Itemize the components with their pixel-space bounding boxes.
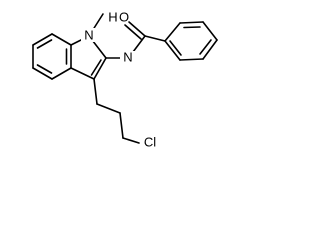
indole-pyrrole-ring (70, 35, 107, 80)
hydrogen-label: H (108, 9, 117, 24)
bond (70, 67, 95, 80)
atom-labels: N N H O Cl (81, 9, 156, 149)
bond (164, 22, 181, 42)
bond (96, 103, 121, 114)
oxygen-label: O (119, 9, 129, 24)
bond (179, 58, 204, 61)
amide-nitrogen-label: N (123, 49, 132, 64)
bond (164, 40, 181, 61)
bond (32, 67, 53, 80)
double-bond-inner (199, 39, 212, 55)
molecule-drawing: N N H O Cl (32, 9, 218, 149)
indole-benzene-ring (32, 33, 72, 80)
bond (119, 112, 124, 139)
bond (93, 57, 107, 80)
bond (32, 33, 53, 46)
indole-nitrogen-label: N (84, 27, 93, 42)
carbonyl-bond-second (124, 24, 142, 40)
bond (202, 21, 218, 41)
chlorine-label: Cl (144, 134, 156, 149)
phenyl-ring (164, 21, 218, 61)
double-bond-inner (169, 40, 182, 56)
double-bond-inner (36, 39, 53, 49)
bond (122, 137, 140, 144)
double-bond-inner (90, 59, 102, 76)
bond (144, 35, 166, 42)
bond (202, 39, 218, 60)
double-bond-inner (183, 26, 201, 29)
double-bond-inner (36, 64, 53, 74)
bond (51, 67, 72, 80)
structure-diagram: N N H O Cl (32, 9, 218, 149)
chloropropyl-chain (93, 78, 140, 144)
carbonyl-bond (128, 21, 146, 37)
bond (132, 35, 146, 53)
bond (51, 33, 72, 46)
bond (93, 78, 98, 105)
bond (179, 21, 204, 24)
